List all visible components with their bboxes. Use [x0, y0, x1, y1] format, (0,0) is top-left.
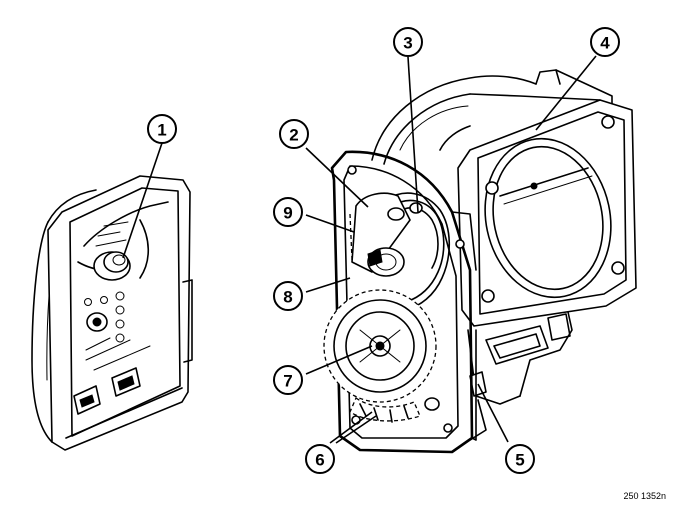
svg-text:2: 2: [289, 126, 298, 145]
callout-2: 2: [279, 119, 309, 149]
leader-lines: [122, 55, 597, 444]
callout-6: 6: [305, 444, 335, 474]
callout-9: 9: [273, 197, 303, 227]
callout-1: 1: [147, 114, 177, 144]
return-spring-and-sector: [349, 192, 451, 311]
cover-assembly: [31, 175, 193, 451]
svg-text:3: 3: [403, 34, 412, 53]
gear-housing-frame: [330, 150, 477, 454]
reference-code: 250 1352n: [623, 491, 666, 501]
svg-text:4: 4: [600, 34, 610, 53]
svg-text:8: 8: [283, 288, 292, 307]
svg-text:7: 7: [283, 372, 292, 391]
throttle-body-housing: [371, 69, 637, 441]
svg-text:9: 9: [283, 204, 292, 223]
callout-4: 4: [590, 27, 620, 57]
callout-8: 8: [273, 281, 303, 311]
svg-text:5: 5: [515, 451, 524, 470]
callout-5: 5: [505, 444, 535, 474]
callout-7: 7: [273, 365, 303, 395]
svg-text:1: 1: [157, 121, 166, 140]
callout-3: 3: [393, 27, 423, 57]
svg-text:6: 6: [315, 451, 324, 470]
intermediate-gear: [323, 289, 437, 403]
